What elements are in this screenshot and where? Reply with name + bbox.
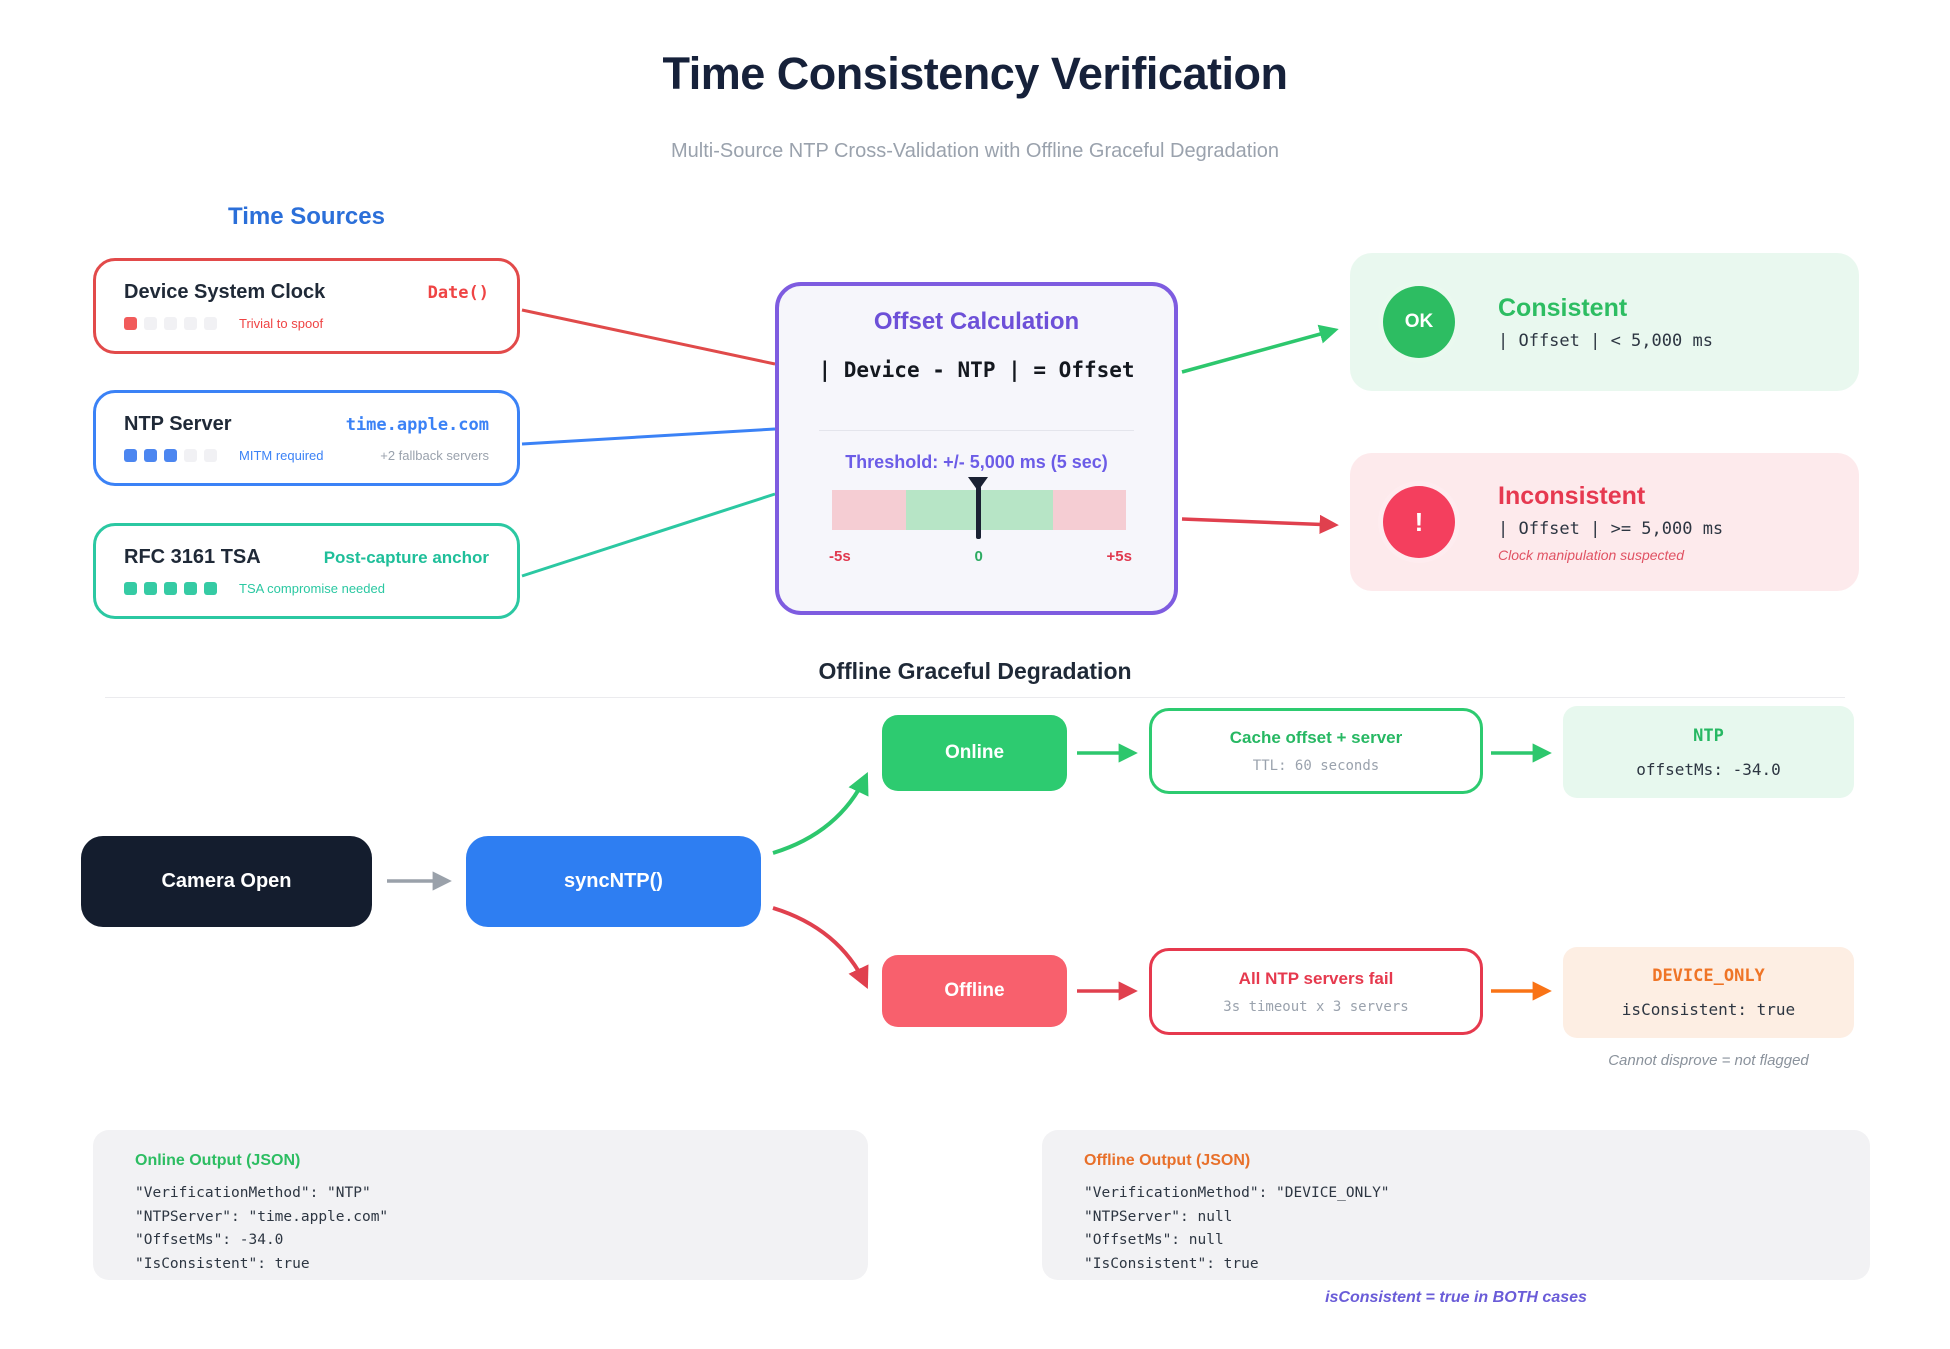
- gauge-label-max: +5s: [1106, 548, 1132, 565]
- offset-formula: | Device - NTP | = Offset: [818, 358, 1135, 382]
- spoof-difficulty-squares: [124, 582, 217, 595]
- source-tag: Post-capture anchor: [323, 548, 489, 567]
- threshold-label: Threshold: +/- 5,000 ms (5 sec): [845, 452, 1108, 472]
- inconsistent-result-card: ! Inconsistent | Offset | >= 5,000 ms Cl…: [1350, 453, 1859, 591]
- json-line: "IsConsistent": true: [1084, 1255, 1259, 1272]
- ntp-fail-note: 3s timeout x 3 servers: [1223, 998, 1409, 1015]
- source-card-rfc3161-tsa: RFC 3161 TSA Post-capture anchor TSA com…: [93, 523, 520, 619]
- footnote: isConsistent = true in BOTH cases: [1325, 1289, 1587, 1306]
- inconsistent-note: Clock manipulation suspected: [1498, 546, 1684, 563]
- spoof-difficulty-squares: [124, 317, 217, 330]
- json-line: "OffsetMs": -34.0: [135, 1232, 284, 1248]
- offline-output-title: Offline Output (JSON): [1084, 1152, 1251, 1169]
- consistent-result-card: OK Consistent | Offset | < 5,000 ms: [1350, 253, 1859, 391]
- arrow-sync-to-offline: [772, 906, 869, 989]
- json-line: "OffsetMs": null: [1084, 1232, 1224, 1248]
- source-extra: +2 fallback servers: [380, 448, 489, 463]
- ntp-fail-action-card: All NTP servers fail 3s timeout x 3 serv…: [1149, 948, 1483, 1035]
- arrow-sync-to-online: [772, 772, 869, 855]
- gauge-label-zero: 0: [974, 548, 983, 565]
- arrow-offset-to-inconsistent: [1181, 514, 1339, 535]
- degradation-heading: Offline Graceful Degradation: [818, 658, 1132, 684]
- json-line: "NTPServer": "time.apple.com": [135, 1208, 389, 1225]
- offset-calculation-box: Offset Calculation | Device - NTP | = Of…: [775, 282, 1178, 615]
- consistent-title: Consistent: [1498, 293, 1628, 322]
- source-note: Trivial to spoof: [239, 316, 324, 331]
- cache-action-note: TTL: 60 seconds: [1252, 758, 1380, 774]
- spoof-difficulty-squares: [124, 449, 217, 462]
- source-name: Device System Clock: [124, 281, 326, 303]
- time-sources-heading: Time Sources: [228, 203, 385, 230]
- ntp-result-box: NTP offsetMs: -34.0: [1563, 706, 1854, 798]
- offline-node: Offline: [882, 955, 1067, 1027]
- device-only-result-box: DEVICE_ONLY isConsistent: true: [1563, 947, 1854, 1038]
- ntp-result-title: NTP: [1693, 725, 1724, 746]
- source-note: TSA compromise needed: [239, 581, 385, 596]
- ntp-fail-title: All NTP servers fail: [1238, 968, 1394, 988]
- source-name: NTP Server: [124, 413, 232, 435]
- sync-ntp-node: syncNTP(): [466, 836, 761, 927]
- json-line: "VerificationMethod": "NTP": [135, 1185, 371, 1201]
- alert-badge-icon: !: [1378, 481, 1460, 563]
- arrow-offset-to-consistent: [1181, 324, 1339, 374]
- source-tag: time.apple.com: [345, 415, 489, 435]
- page-subtitle: Multi-Source NTP Cross-Validation with O…: [670, 140, 1280, 162]
- source-card-device-clock: Device System Clock Date() Trivial to sp…: [93, 258, 520, 354]
- gauge-segment-negative: [832, 490, 906, 530]
- degradation-divider: [105, 697, 1845, 698]
- ntp-result-value: offsetMs: -34.0: [1636, 759, 1781, 779]
- online-output-panel: Online Output (JSON) "VerificationMethod…: [93, 1130, 868, 1280]
- json-line: "VerificationMethod": "DEVICE_ONLY": [1084, 1185, 1390, 1201]
- offline-output-panel: Offline Output (JSON) "VerificationMetho…: [1042, 1130, 1870, 1280]
- json-line: "NTPServer": null: [1084, 1208, 1233, 1225]
- gauge-needle-head: [968, 477, 988, 491]
- json-line: "IsConsistent": true: [135, 1255, 310, 1272]
- link-ntp-to-offset: [521, 427, 776, 446]
- link-tsa-to-offset: [521, 492, 776, 578]
- device-only-value: isConsistent: true: [1621, 1000, 1796, 1019]
- inconsistent-title: Inconsistent: [1498, 481, 1646, 510]
- device-only-caption: Cannot disprove = not flagged: [1608, 1052, 1809, 1069]
- gauge-segment-positive: [1052, 490, 1126, 530]
- gauge-needle: [976, 486, 981, 539]
- cache-action-card: Cache offset + server TTL: 60 seconds: [1149, 708, 1483, 794]
- link-device-to-offset: [521, 308, 776, 366]
- source-note: MITM required: [239, 448, 324, 463]
- cache-action-title: Cache offset + server: [1229, 728, 1403, 747]
- source-tag: Date(): [427, 283, 489, 303]
- offset-divider: [819, 430, 1134, 431]
- consistent-condition: | Offset | < 5,000 ms: [1498, 330, 1713, 351]
- online-output-title: Online Output (JSON): [135, 1152, 301, 1169]
- camera-open-node: Camera Open: [81, 836, 372, 927]
- gauge-label-min: -5s: [829, 548, 851, 565]
- device-only-title: DEVICE_ONLY: [1652, 966, 1765, 986]
- source-card-ntp-server: NTP Server time.apple.com MITM required …: [93, 390, 520, 486]
- inconsistent-condition: | Offset | >= 5,000 ms: [1498, 518, 1724, 539]
- online-node: Online: [882, 715, 1067, 791]
- offset-title: Offset Calculation: [873, 308, 1080, 335]
- page-title: Time Consistency Verification: [662, 48, 1288, 99]
- ok-badge-icon: OK: [1378, 281, 1460, 363]
- source-name: RFC 3161 TSA: [124, 546, 261, 568]
